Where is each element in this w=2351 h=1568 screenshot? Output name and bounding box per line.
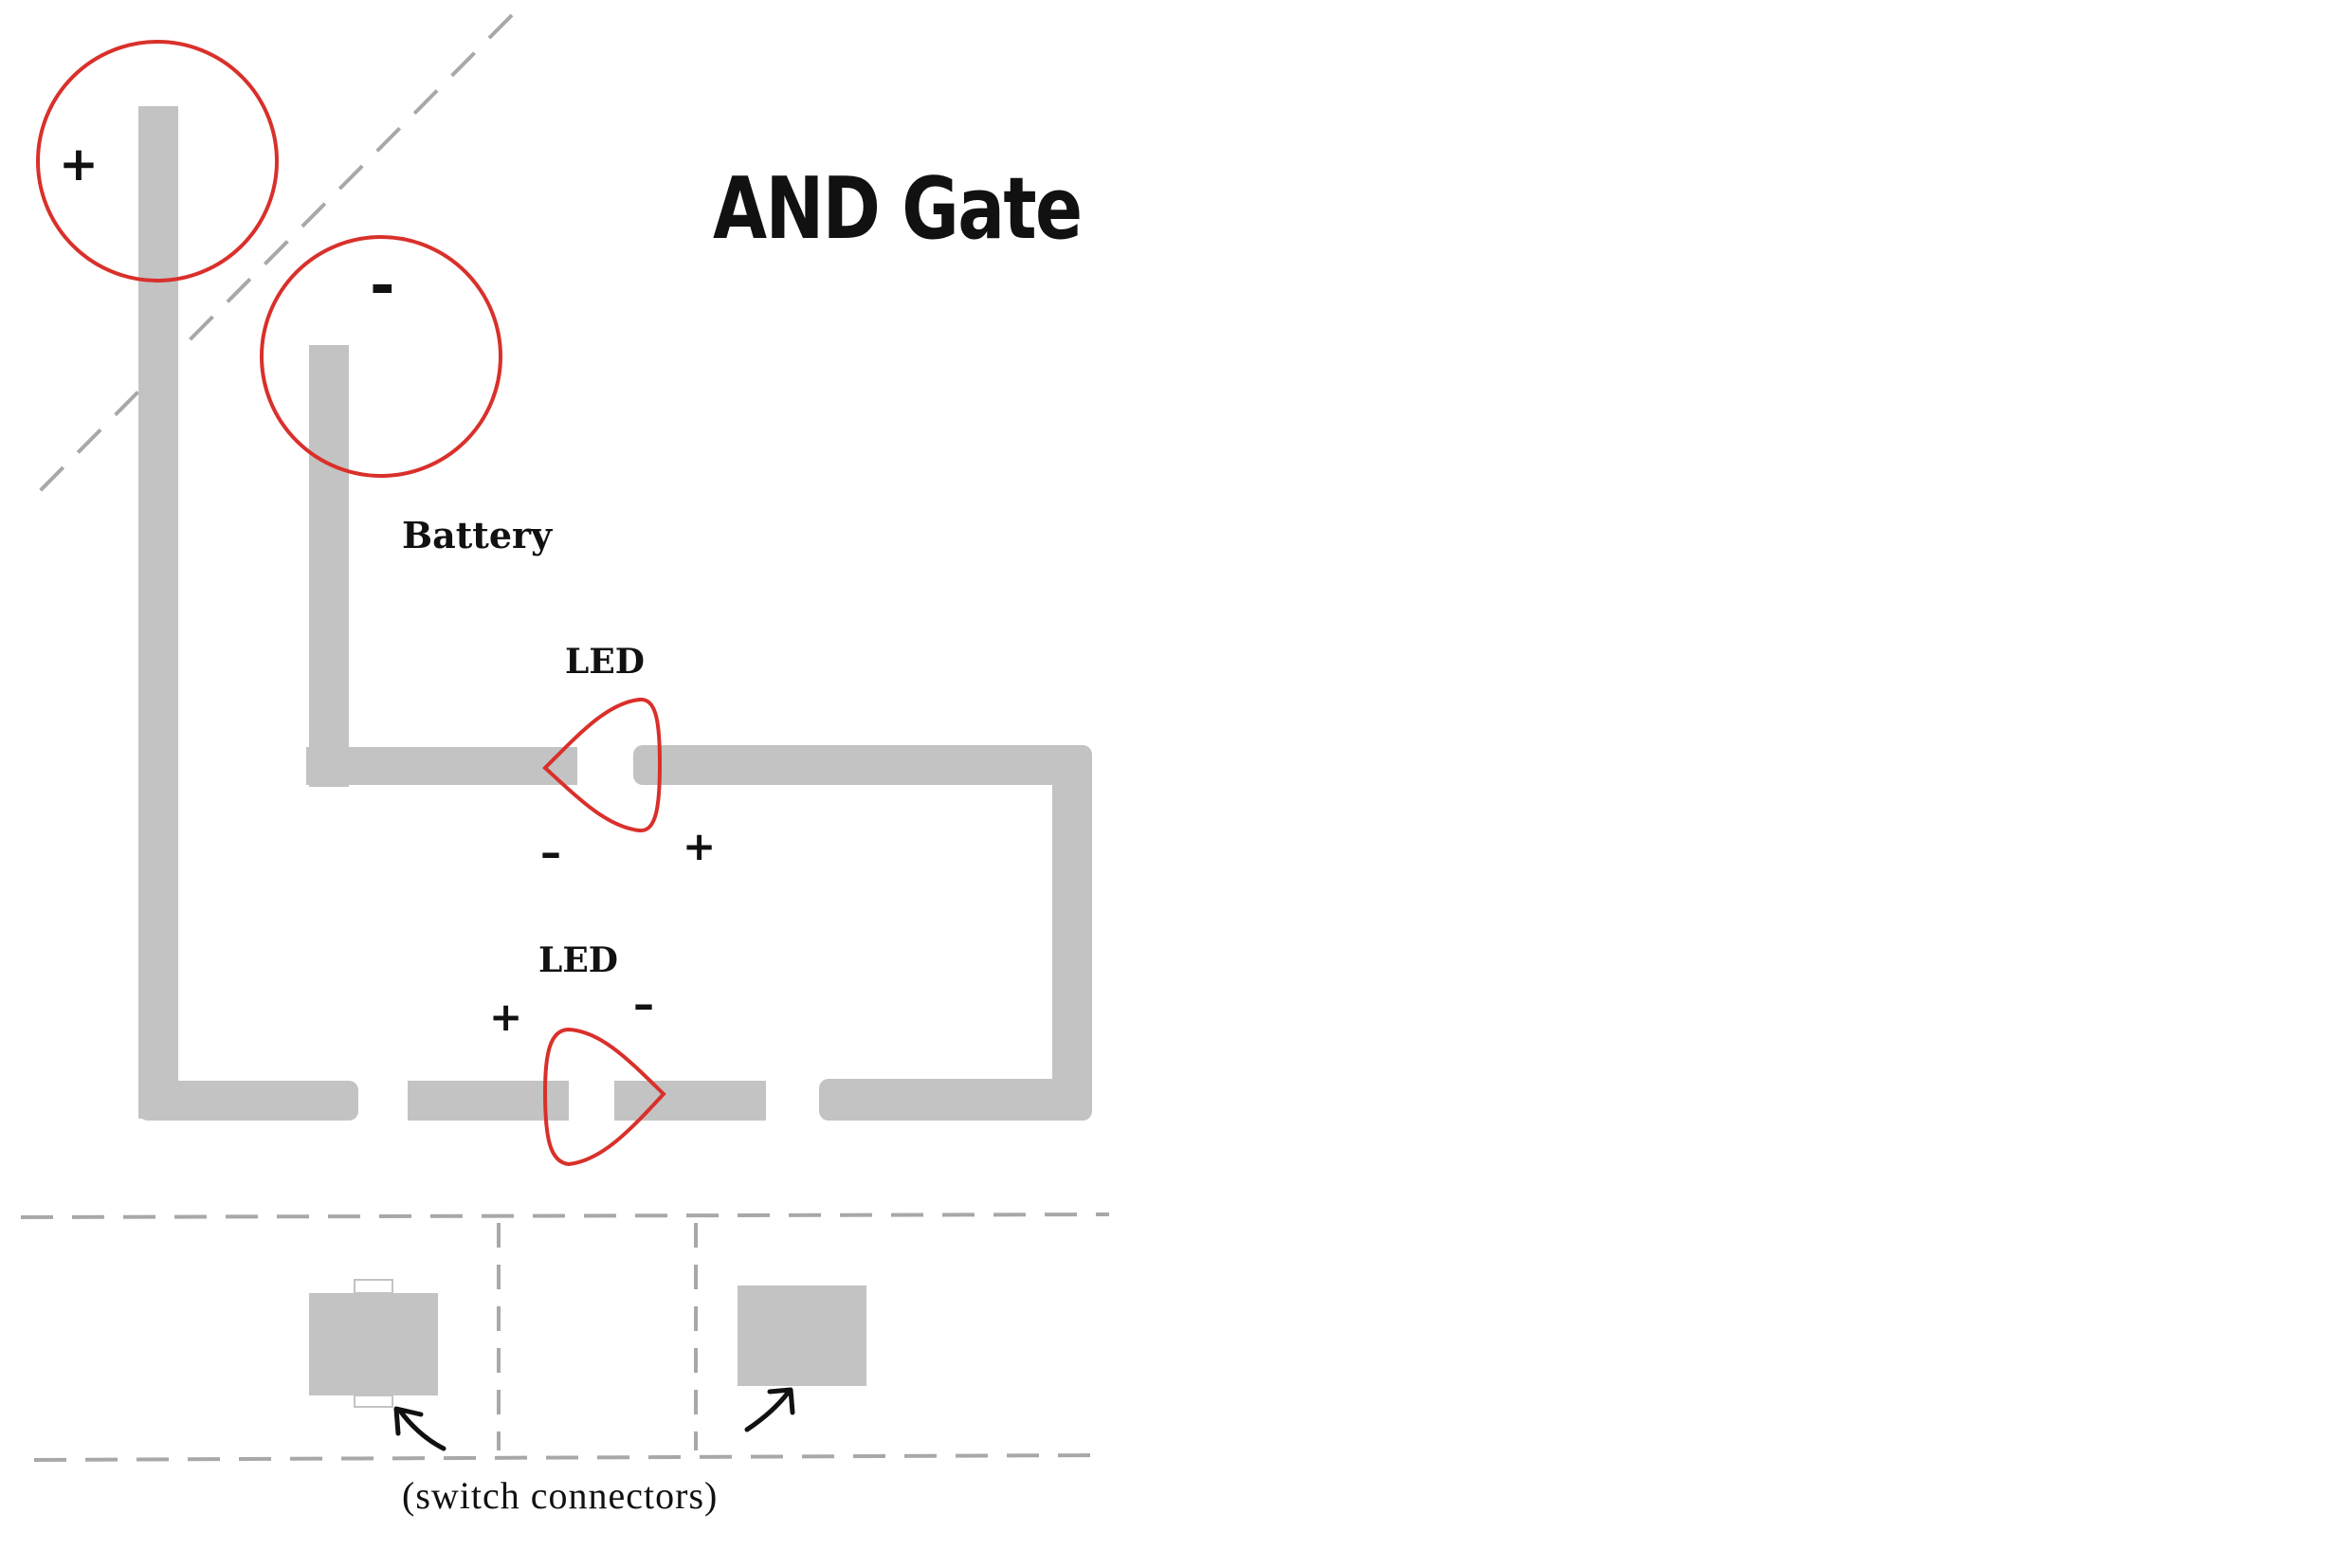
battery-negative-circle — [260, 235, 502, 478]
battery-positive-sign: + — [59, 137, 99, 191]
trace-positive-vertical — [138, 106, 178, 1119]
circuit-traces — [138, 106, 1092, 1121]
switch-connectors-caption: (switch connectors) — [402, 1474, 719, 1517]
trace-top-left — [306, 747, 577, 785]
led-top-outline — [542, 697, 663, 833]
switch-connector-left — [309, 1293, 438, 1395]
led-top-positive-sign: + — [683, 823, 717, 869]
led-bottom-label: LED — [538, 940, 618, 980]
led-bottom-outline — [542, 1027, 666, 1167]
curved-arrow-icon — [744, 1387, 795, 1432]
trace-bottom-seg-3 — [614, 1081, 766, 1121]
switch-connector-left-tab-bottom — [354, 1395, 393, 1408]
trace-bottom-seg-4 — [819, 1079, 1092, 1121]
curved-arrow-icon — [393, 1406, 447, 1451]
battery-positive-circle — [36, 40, 279, 283]
led-bottom-positive-sign: + — [489, 994, 523, 1040]
trace-negative-vertical — [309, 345, 349, 787]
switch-area-top-line — [20, 1212, 1110, 1219]
switch-connector-right — [738, 1285, 866, 1386]
led-bottom-negative-sign: – — [633, 980, 654, 1029]
switch-area-bottom-line — [33, 1453, 1101, 1462]
trace-bottom-seg-2 — [408, 1081, 569, 1121]
led-top-label: LED — [565, 642, 645, 682]
led-top-negative-sign: – — [540, 829, 561, 877]
battery-label: Battery — [402, 514, 553, 556]
page-title: AND Gate — [713, 159, 1083, 259]
trace-top-right — [633, 745, 1090, 785]
trace-bottom-seg-1 — [138, 1081, 358, 1121]
battery-negative-sign: - — [370, 251, 395, 321]
trace-right-vertical — [1052, 745, 1092, 1117]
battery-fold-line — [25, 13, 514, 506]
switch-connector-left-tab-top — [354, 1279, 393, 1294]
